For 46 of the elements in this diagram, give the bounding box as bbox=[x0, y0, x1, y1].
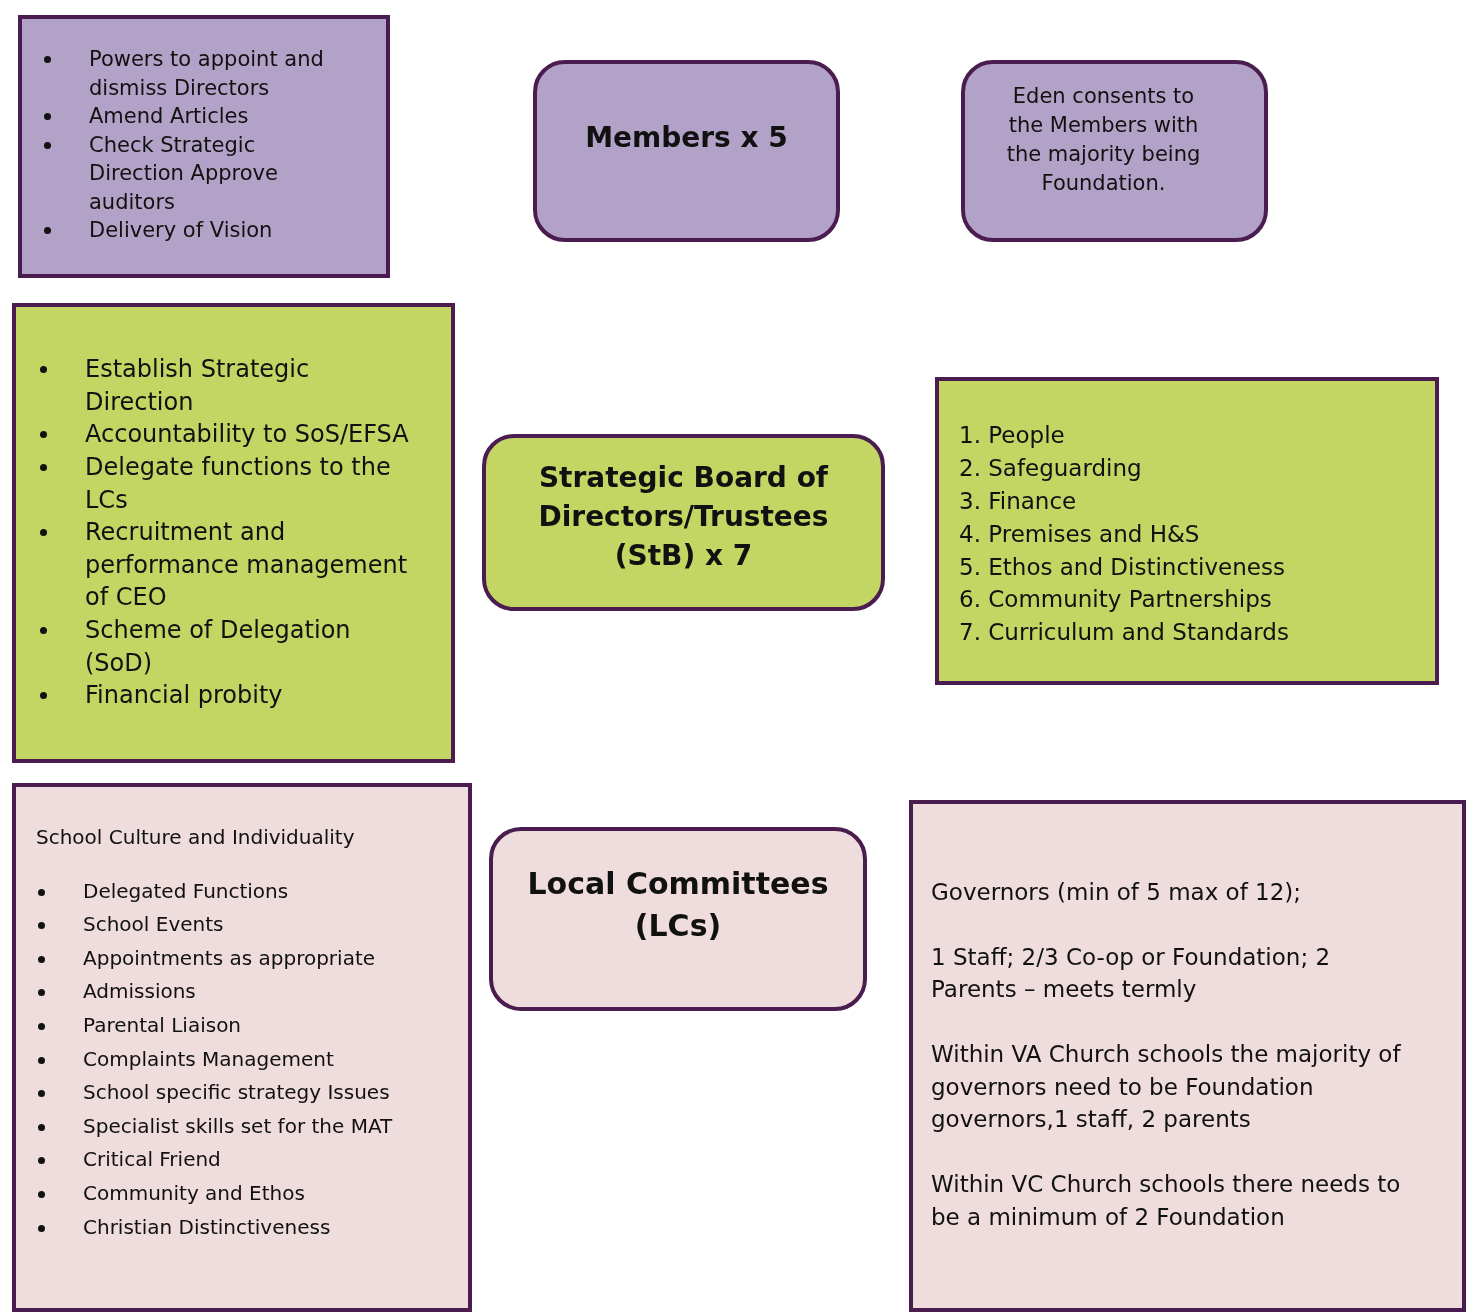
rounded-box bbox=[489, 827, 867, 1011]
bullet-item: Community and Ethos bbox=[83, 1179, 305, 1207]
text-box bbox=[909, 800, 1466, 1312]
bullet-item: Appointments as appropriate bbox=[83, 944, 376, 972]
bullet-item: Check Strategic Direction Approve auditors bbox=[89, 131, 279, 216]
paragraph: 1 Staff; 2/3 Co-op or Foundation; 2 Parents – meets termly bbox=[931, 942, 1332, 1005]
bullet-item: Complaints Management bbox=[83, 1045, 334, 1073]
list-item: 7. Curriculum and Standards bbox=[959, 618, 1290, 648]
list-item: 4. Premises and H&S bbox=[959, 519, 1201, 549]
box-title: Strategic Board of Directors/Trustees (StB) x 7 bbox=[537, 460, 830, 575]
bullet-item: Specialist skills set for the MAT bbox=[83, 1112, 393, 1140]
bullet-item: Delegate functions to the LCs bbox=[85, 451, 392, 516]
list-item: 3. Finance bbox=[959, 486, 1078, 516]
list-item: 5. Ethos and Distinctiveness bbox=[959, 552, 1286, 582]
text-box bbox=[935, 377, 1439, 685]
bullet-item: Amend Articles bbox=[89, 103, 249, 131]
box-title: Members x 5 bbox=[585, 120, 788, 156]
bullet-item: Financial probity bbox=[85, 680, 283, 712]
bullet-item: Accountability to SoS/EFSA bbox=[85, 419, 409, 451]
rounded-box bbox=[482, 434, 885, 611]
list-item: 1. People bbox=[959, 421, 1066, 450]
heading-text: School Culture and Individuality bbox=[36, 824, 356, 851]
text-box bbox=[961, 60, 1268, 242]
bullet-item: School specific strategy Issues bbox=[83, 1079, 390, 1107]
paragraph: Within VC Church schools there needs to be a minimum of 2 Foundation bbox=[931, 1169, 1402, 1232]
bullet-item: Establish Strategic Direction bbox=[85, 354, 311, 418]
text-box bbox=[18, 15, 390, 278]
bullet-item: Powers to appoint and dismiss Directors bbox=[89, 46, 325, 102]
text-box bbox=[12, 783, 472, 1312]
paragraph: Eden consents to the Members with the majority being Foundation. bbox=[1005, 83, 1202, 197]
list-item: 2. Safeguarding bbox=[959, 453, 1143, 483]
paragraph: Governors (min of 5 max of 12); bbox=[931, 878, 1303, 907]
list-item: 6. Community Partnerships bbox=[959, 585, 1273, 615]
bullet-item: Admissions bbox=[83, 978, 196, 1006]
bullet-item: Delivery of Vision bbox=[89, 217, 273, 245]
rounded-box bbox=[533, 60, 840, 242]
box-title: Local Committees (LCs) bbox=[526, 865, 830, 945]
bullet-item: Christian Distinctiveness bbox=[83, 1213, 331, 1241]
paragraph: Within VA Church schools the majority of governors need to be Foundation governors,1 staff, 2 parents bbox=[931, 1039, 1402, 1135]
bullet-item: Recruitment and performance management of CEO bbox=[85, 517, 409, 614]
bullet-item: Delegated Functions bbox=[83, 877, 289, 905]
bullet-item: Critical Friend bbox=[83, 1146, 221, 1174]
text-box bbox=[12, 303, 455, 763]
bullet-item: Parental Liaison bbox=[83, 1011, 242, 1039]
bullet-item: Scheme of Delegation (SoD) bbox=[85, 615, 352, 679]
bullet-item: School Events bbox=[83, 911, 224, 939]
